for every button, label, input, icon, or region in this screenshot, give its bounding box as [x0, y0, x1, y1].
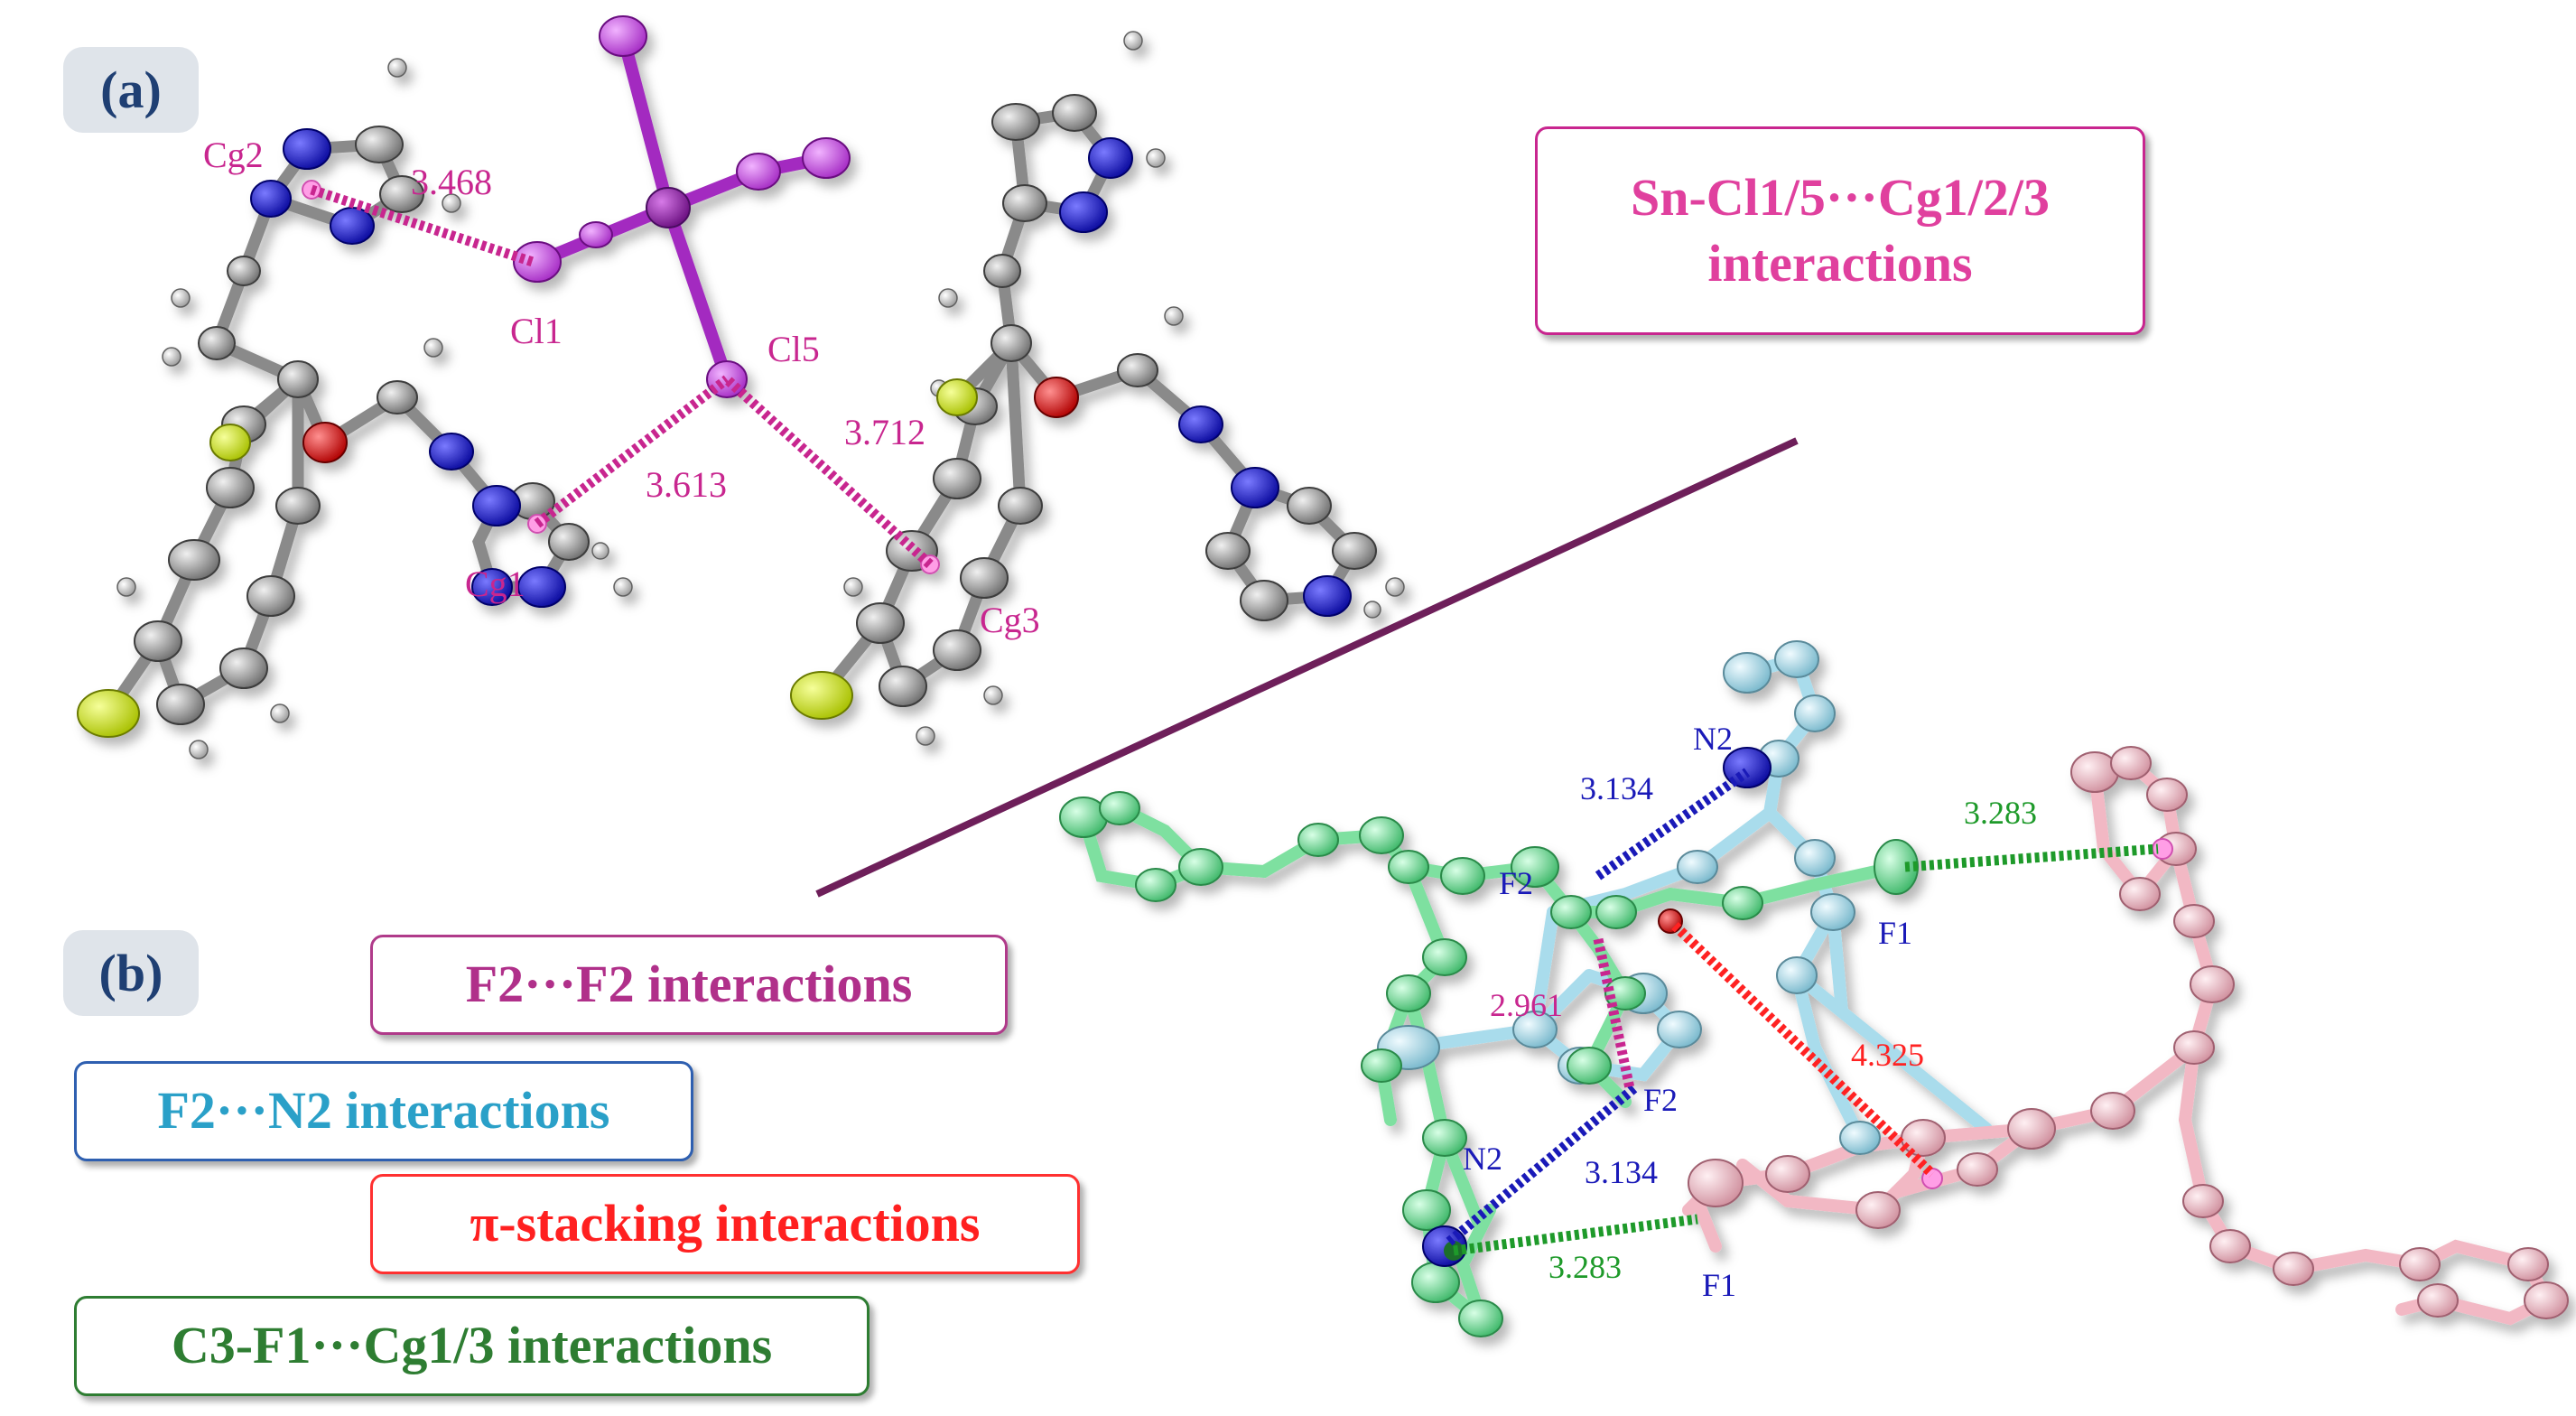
contact-f2-n2-top: [1595, 768, 1751, 880]
legend-pi-stacking-interactions: π-stacking interactions: [370, 1174, 1080, 1274]
divider-line: [815, 437, 1799, 898]
label-f2-bottom: F2: [1643, 1082, 1678, 1118]
distance-n2-f2-bottom: 3.134: [1585, 1154, 1658, 1190]
distance-cg2-cl1: 3.468: [411, 162, 492, 202]
distance-f2-f2: 2.961: [1490, 987, 1563, 1023]
contact-f1-cg-top: [1904, 843, 2159, 872]
legend-f2-f2-interactions: F2···F2 interactions: [370, 935, 1008, 1035]
label-f1-right: F1: [1878, 915, 1912, 951]
label-cg2: Cg2: [203, 135, 264, 175]
structure-a: [77, 15, 1405, 759]
contact-pi-stacking: [1671, 922, 1936, 1178]
structure-b: [1059, 640, 2569, 1337]
label-cl1: Cl1: [510, 311, 563, 351]
legend-c3-f1-interactions: C3-F1···Cg1/3 interactions: [74, 1296, 870, 1396]
label-f1-bottom: F1: [1702, 1267, 1736, 1303]
contact-cg1-cl5: [534, 375, 730, 528]
label-cg3: Cg3: [980, 600, 1040, 640]
distance-f1-cg-top: 3.283: [1964, 795, 2037, 831]
panel-label-b: (b): [63, 930, 199, 1016]
label-n2-bottom: N2: [1463, 1141, 1502, 1177]
distance-f1-cg-bottom: 3.283: [1548, 1249, 1622, 1285]
legend-sn-cl-interactions: Sn-Cl1/5···Cg1/2/3 interactions: [1535, 126, 2145, 335]
distance-cg3-cl5: 3.712: [844, 412, 925, 452]
legend-sn-cl-line2: interactions: [1707, 233, 1973, 293]
distance-n2-f2-top: 3.134: [1580, 770, 1653, 806]
distance-pi-stacking: 4.325: [1851, 1037, 1924, 1073]
legend-sn-cl-line1: Sn-Cl1/5···Cg1/2/3: [1630, 168, 2051, 227]
contact-cg2-cl1: [310, 184, 535, 267]
distance-cg1-cl5: 3.613: [646, 464, 727, 505]
legend-f2-n2-interactions: F2···N2 interactions: [74, 1061, 693, 1161]
label-f2-top: F2: [1499, 865, 1533, 901]
label-cg1: Cg1: [465, 564, 525, 604]
label-cl5: Cl5: [767, 329, 820, 369]
contact-f2-f2: [1593, 937, 1635, 1090]
contact-cg3-cl5: [723, 375, 934, 569]
panel-label-a: (a): [63, 47, 199, 133]
label-n2-top: N2: [1693, 721, 1733, 757]
contact-f1-cg-bottom: [1453, 1214, 1698, 1256]
